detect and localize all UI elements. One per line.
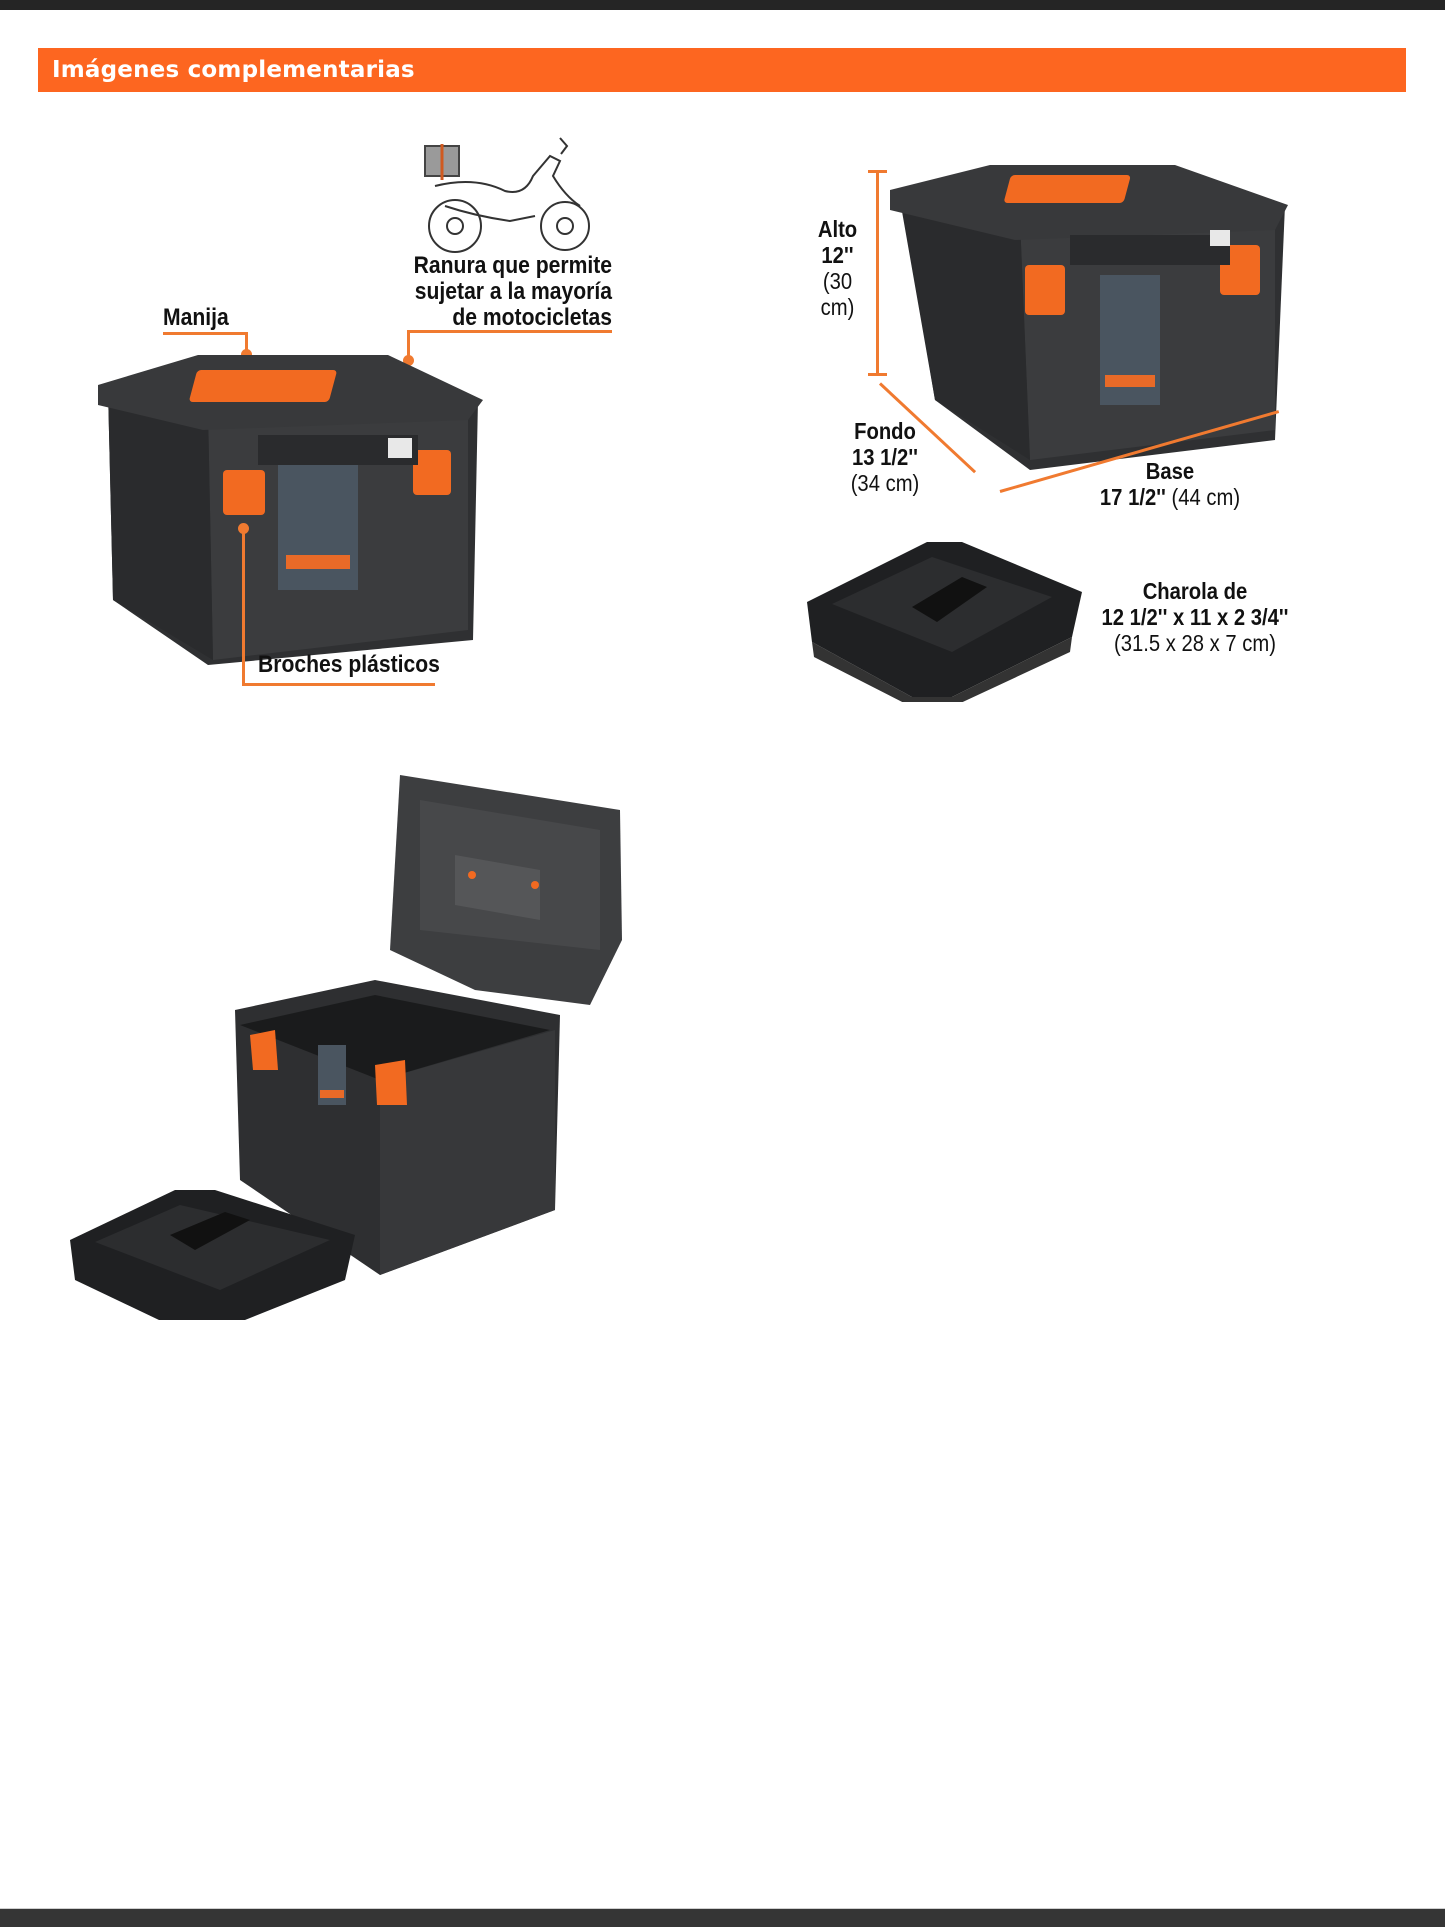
clips-callout: Broches plásticos (258, 651, 440, 678)
slot-callout-line (408, 330, 612, 333)
tray-dimension-label: Charola de 12 1/2'' x 11 x 2 3/4'' (31.5… (1101, 578, 1289, 656)
height-dimension-line (876, 170, 879, 375)
handle-callout: Manija (163, 304, 229, 331)
depth-dimension-label: Fondo 13 1/2'' (34 cm) (850, 418, 920, 496)
width-dimension-label: Base 17 1/2'' (44 cm) (1099, 458, 1241, 510)
top-bar (0, 0, 1445, 10)
slot-callout-line-vertical (407, 330, 410, 360)
slot-callout: Ranura que permite sujetar a la mayoría … (413, 252, 612, 331)
toolbox-open-figure (60, 760, 640, 1330)
toolbox-features-figure: Ranura que permite sujetar a la mayoría … (0, 120, 700, 720)
bottom-bar (0, 1908, 1445, 1927)
clips-callout-dot (238, 523, 249, 534)
motorcycle-with-toolbox-icon (424, 137, 590, 253)
clips-callout-line (242, 683, 435, 686)
section-title: Imágenes complementarias (52, 57, 415, 83)
toolbox-open-image (70, 775, 622, 1330)
height-dimension-label: Alto 12'' (30 cm) (817, 216, 858, 320)
clips-callout-line-vertical (242, 530, 245, 685)
height-dimension-cap-top (868, 170, 887, 173)
handle-callout-line-vertical (245, 332, 248, 354)
section-header: Imágenes complementarias (38, 48, 1406, 92)
toolbox-closed-image (98, 355, 483, 665)
toolbox-dimensions-figure: Alto 12'' (30 cm) Fondo 13 1/2'' (34 cm)… (780, 120, 1400, 720)
slot-callout-dot (403, 355, 414, 366)
height-dimension-cap-bottom (868, 373, 887, 376)
toolbox-dimensions-image (890, 165, 1288, 470)
handle-callout-dot (241, 349, 252, 360)
handle-callout-line (163, 332, 248, 335)
tray-image (807, 542, 1082, 702)
